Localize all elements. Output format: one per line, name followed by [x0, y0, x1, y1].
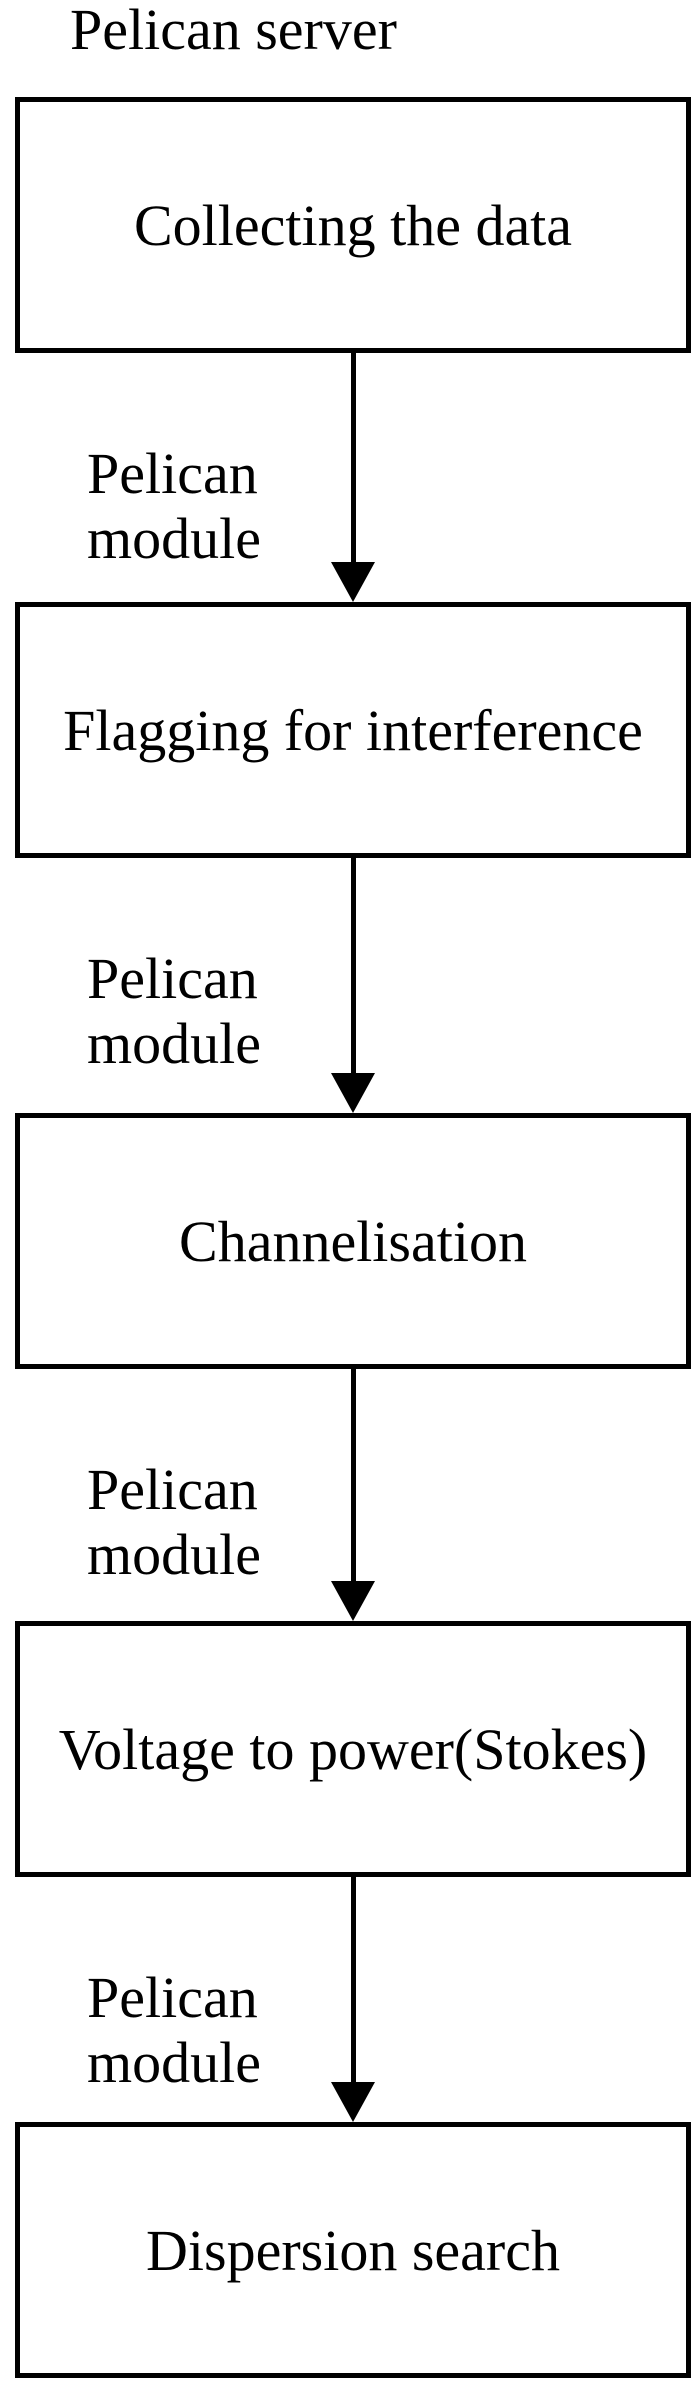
arrowhead-down-icon [331, 2082, 375, 2122]
arrow-line [351, 856, 356, 1084]
arrowhead-down-icon [331, 562, 375, 602]
node-voltage-to-power-stokes: Voltage to power(Stokes) [15, 1621, 691, 1877]
node-label: Flagging for interference [63, 697, 643, 763]
node-label: Voltage to power(Stokes) [58, 1716, 648, 1782]
edge-label-pelican-module: Pelican module [87, 946, 261, 1076]
node-label: Dispersion search [146, 2217, 560, 2283]
node-flagging-for-interference: Flagging for interference [15, 602, 691, 858]
arrow-line [351, 351, 356, 573]
node-channelisation: Channelisation [15, 1113, 691, 1369]
edge-label-pelican-module: Pelican module [87, 1457, 261, 1587]
node-dispersion-search: Dispersion search [15, 2122, 691, 2378]
node-label: Channelisation [179, 1208, 527, 1274]
arrow-line [351, 1875, 356, 2093]
node-collecting-the-data: Collecting the data [15, 97, 691, 353]
node-label: Collecting the data [133, 192, 573, 258]
edge-label-pelican-module: Pelican module [87, 1965, 261, 2095]
arrowhead-down-icon [331, 1581, 375, 1621]
arrowhead-down-icon [331, 1073, 375, 1113]
diagram-title: Pelican server [70, 0, 397, 62]
arrow-line [351, 1367, 356, 1592]
edge-label-pelican-module: Pelican module [87, 441, 261, 571]
